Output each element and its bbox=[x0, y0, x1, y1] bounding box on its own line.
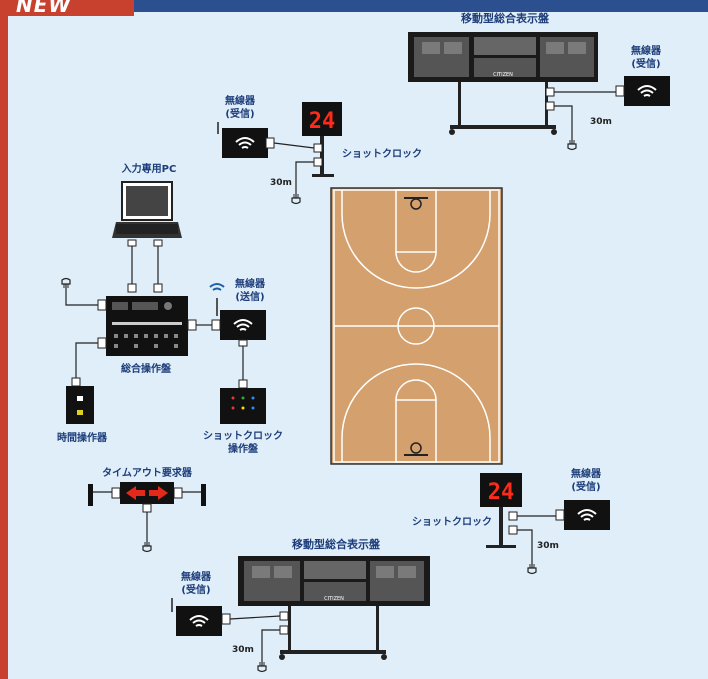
new-badge: NEW bbox=[2, 0, 134, 16]
top-scoreboard: CITIZEN bbox=[408, 32, 598, 135]
main-console bbox=[97, 296, 197, 356]
shotclock-console-label-1: ショットクロック bbox=[203, 430, 283, 442]
bottom-left-wireless-sub: (受信) bbox=[181, 583, 210, 596]
bottom-shotclock: 24 bbox=[480, 473, 522, 548]
time-console bbox=[66, 386, 94, 424]
timeout-request-device bbox=[88, 482, 206, 553]
power-plug-icon bbox=[567, 137, 577, 151]
cable-length-1: 30m bbox=[590, 117, 612, 127]
power-plug-icon bbox=[291, 191, 301, 205]
bottom-scoreboard-brand: CITIZEN bbox=[324, 596, 344, 602]
header-bar bbox=[0, 0, 708, 12]
top-scoreboard-brand: CITIZEN bbox=[493, 72, 513, 78]
top-shotclock: 24 bbox=[302, 102, 342, 177]
top-right-wireless-receiver: 無線器 (受信) 30m bbox=[554, 44, 670, 151]
bottom-left-wireless-label: 無線器 bbox=[181, 570, 212, 583]
top-right-wireless-sub: (受信) bbox=[631, 57, 660, 70]
shotclock-console bbox=[220, 388, 266, 424]
bottom-scoreboard-title: 移動型総合表示盤 bbox=[292, 537, 381, 551]
top-scoreboard-title: 移動型総合表示盤 bbox=[461, 11, 550, 25]
main-console-label: 総合操作盤 bbox=[121, 362, 172, 375]
top-left-wireless-label: 無線器 bbox=[225, 94, 256, 107]
timeout-request-label: タイムアウト要求器 bbox=[102, 466, 193, 479]
cable-length-2: 30m bbox=[270, 178, 292, 188]
top-right-wireless-label: 無線器 bbox=[631, 44, 662, 57]
wifi-signal-icon bbox=[209, 283, 225, 288]
bottom-right-wireless-receiver: 無線器 (受信) 30m bbox=[517, 467, 610, 575]
cable-length-4: 30m bbox=[232, 645, 254, 655]
power-plug-icon bbox=[527, 561, 537, 575]
top-shotclock-label: ショットクロック bbox=[342, 148, 422, 160]
shotclock-digits: 24 bbox=[488, 480, 515, 505]
basketball-court bbox=[330, 187, 503, 465]
bottom-scoreboard: CITIZEN bbox=[238, 556, 430, 660]
top-left-wireless-sub: (受信) bbox=[225, 107, 254, 120]
shotclock-console-label-2: 操作盤 bbox=[228, 442, 259, 455]
cable-length-3: 30m bbox=[537, 541, 559, 551]
right-arrow-icon bbox=[149, 486, 168, 500]
wireless-send-label: 無線器 bbox=[235, 277, 266, 290]
left-arrow-icon bbox=[126, 486, 145, 500]
shotclock-digits: 24 bbox=[309, 109, 336, 134]
left-accent-bar bbox=[0, 0, 8, 679]
bottom-right-wireless-sub: (受信) bbox=[571, 480, 600, 493]
bottom-left-wireless-receiver: 無線器 (受信) 30m bbox=[171, 570, 281, 673]
wireless-send-sub: (送信) bbox=[235, 290, 264, 303]
laptop-icon bbox=[112, 181, 182, 293]
power-plug-icon bbox=[257, 659, 267, 673]
top-left-wireless-receiver: 無線器 (受信) 30m bbox=[217, 94, 315, 205]
bottom-shotclock-label: ショットクロック bbox=[412, 516, 492, 528]
time-console-label: 時間操作器 bbox=[57, 431, 108, 444]
wireless-transmitter: 無線器 (送信) bbox=[196, 277, 266, 389]
power-plug-icon bbox=[61, 277, 71, 291]
input-pc-label: 入力専用PC bbox=[122, 162, 177, 175]
power-plug-icon bbox=[142, 539, 152, 553]
bottom-right-wireless-label: 無線器 bbox=[571, 467, 602, 480]
